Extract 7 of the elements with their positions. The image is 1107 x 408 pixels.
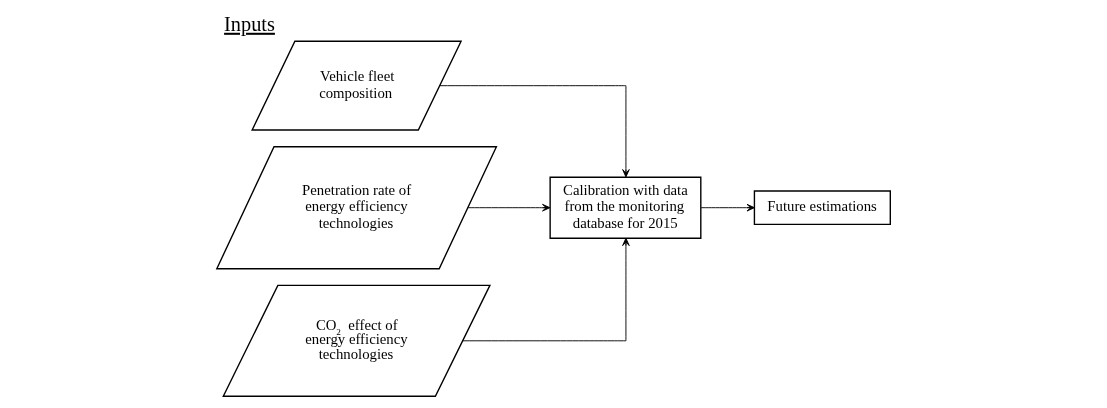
arrow bbox=[462, 237, 630, 342]
arrow bbox=[700, 203, 755, 212]
arrow bbox=[439, 85, 630, 178]
node-box: Future estimations bbox=[753, 190, 891, 226]
arrow bbox=[467, 203, 551, 212]
diagram-title: Inputs bbox=[224, 12, 275, 35]
node-box: Calibration with data from the monitoring database for 2015 bbox=[549, 176, 702, 239]
